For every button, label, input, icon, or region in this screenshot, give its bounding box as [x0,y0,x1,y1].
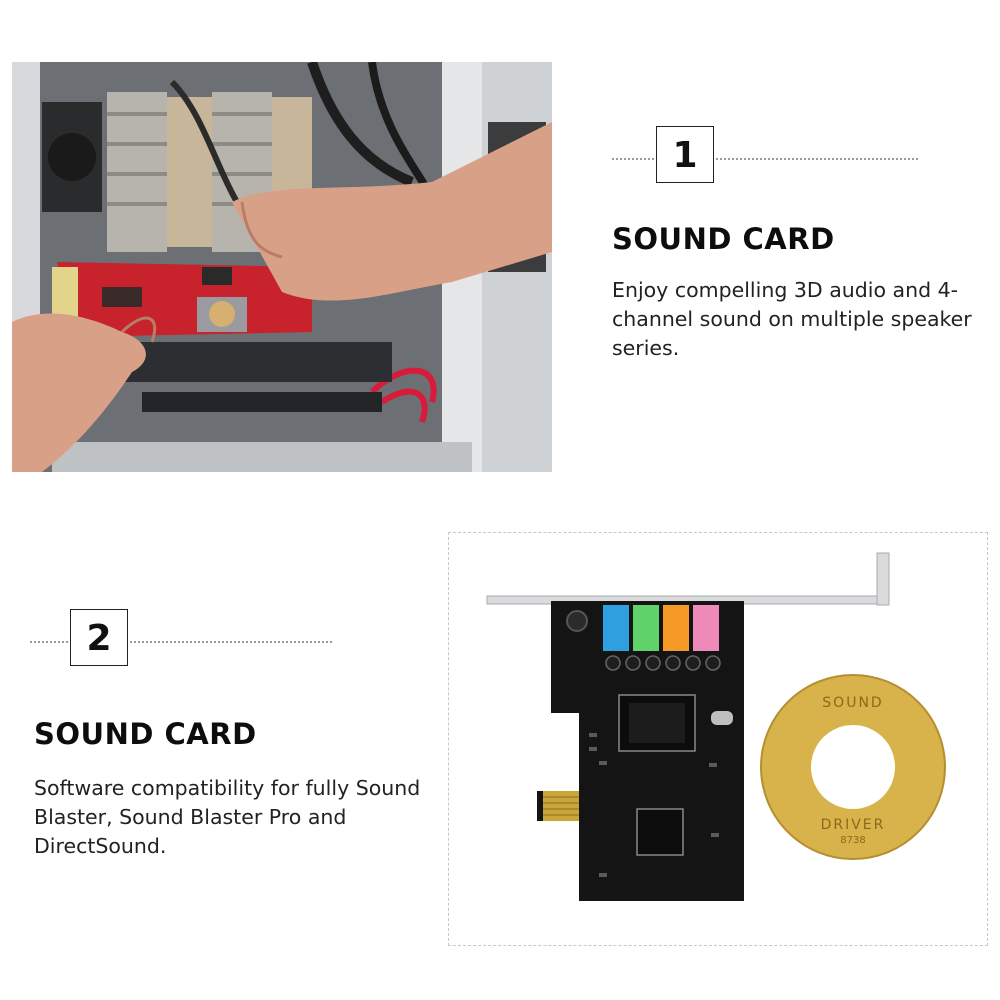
disc-bottom-label: DRIVER [820,817,886,833]
disc-code: 8738 [840,835,866,846]
sound-card-illustration [486,552,946,901]
jack-blue [603,605,629,651]
section1-heading: SOUND CARD [612,222,835,256]
section1-description: Enjoy compelling 3D audio and 4-channel … [612,278,972,360]
section2-description: Software compatibility for fully Sound B… [34,776,421,858]
jack-orange [663,605,689,651]
disc-top-label: SOUND [822,695,884,711]
jack-pink [693,605,719,651]
driver-disc [760,674,946,860]
pc-installation-photo [12,62,552,472]
section2-number: 2 [70,609,128,666]
section2-divider [30,641,332,643]
section1-number: 1 [656,126,714,183]
section2-heading: SOUND CARD [34,717,257,751]
sound-card-product-photo: SOUND DRIVER 8738 [448,532,988,946]
pc-interior-illustration [12,62,552,472]
section1-divider [612,158,918,160]
jack-green [633,605,659,651]
